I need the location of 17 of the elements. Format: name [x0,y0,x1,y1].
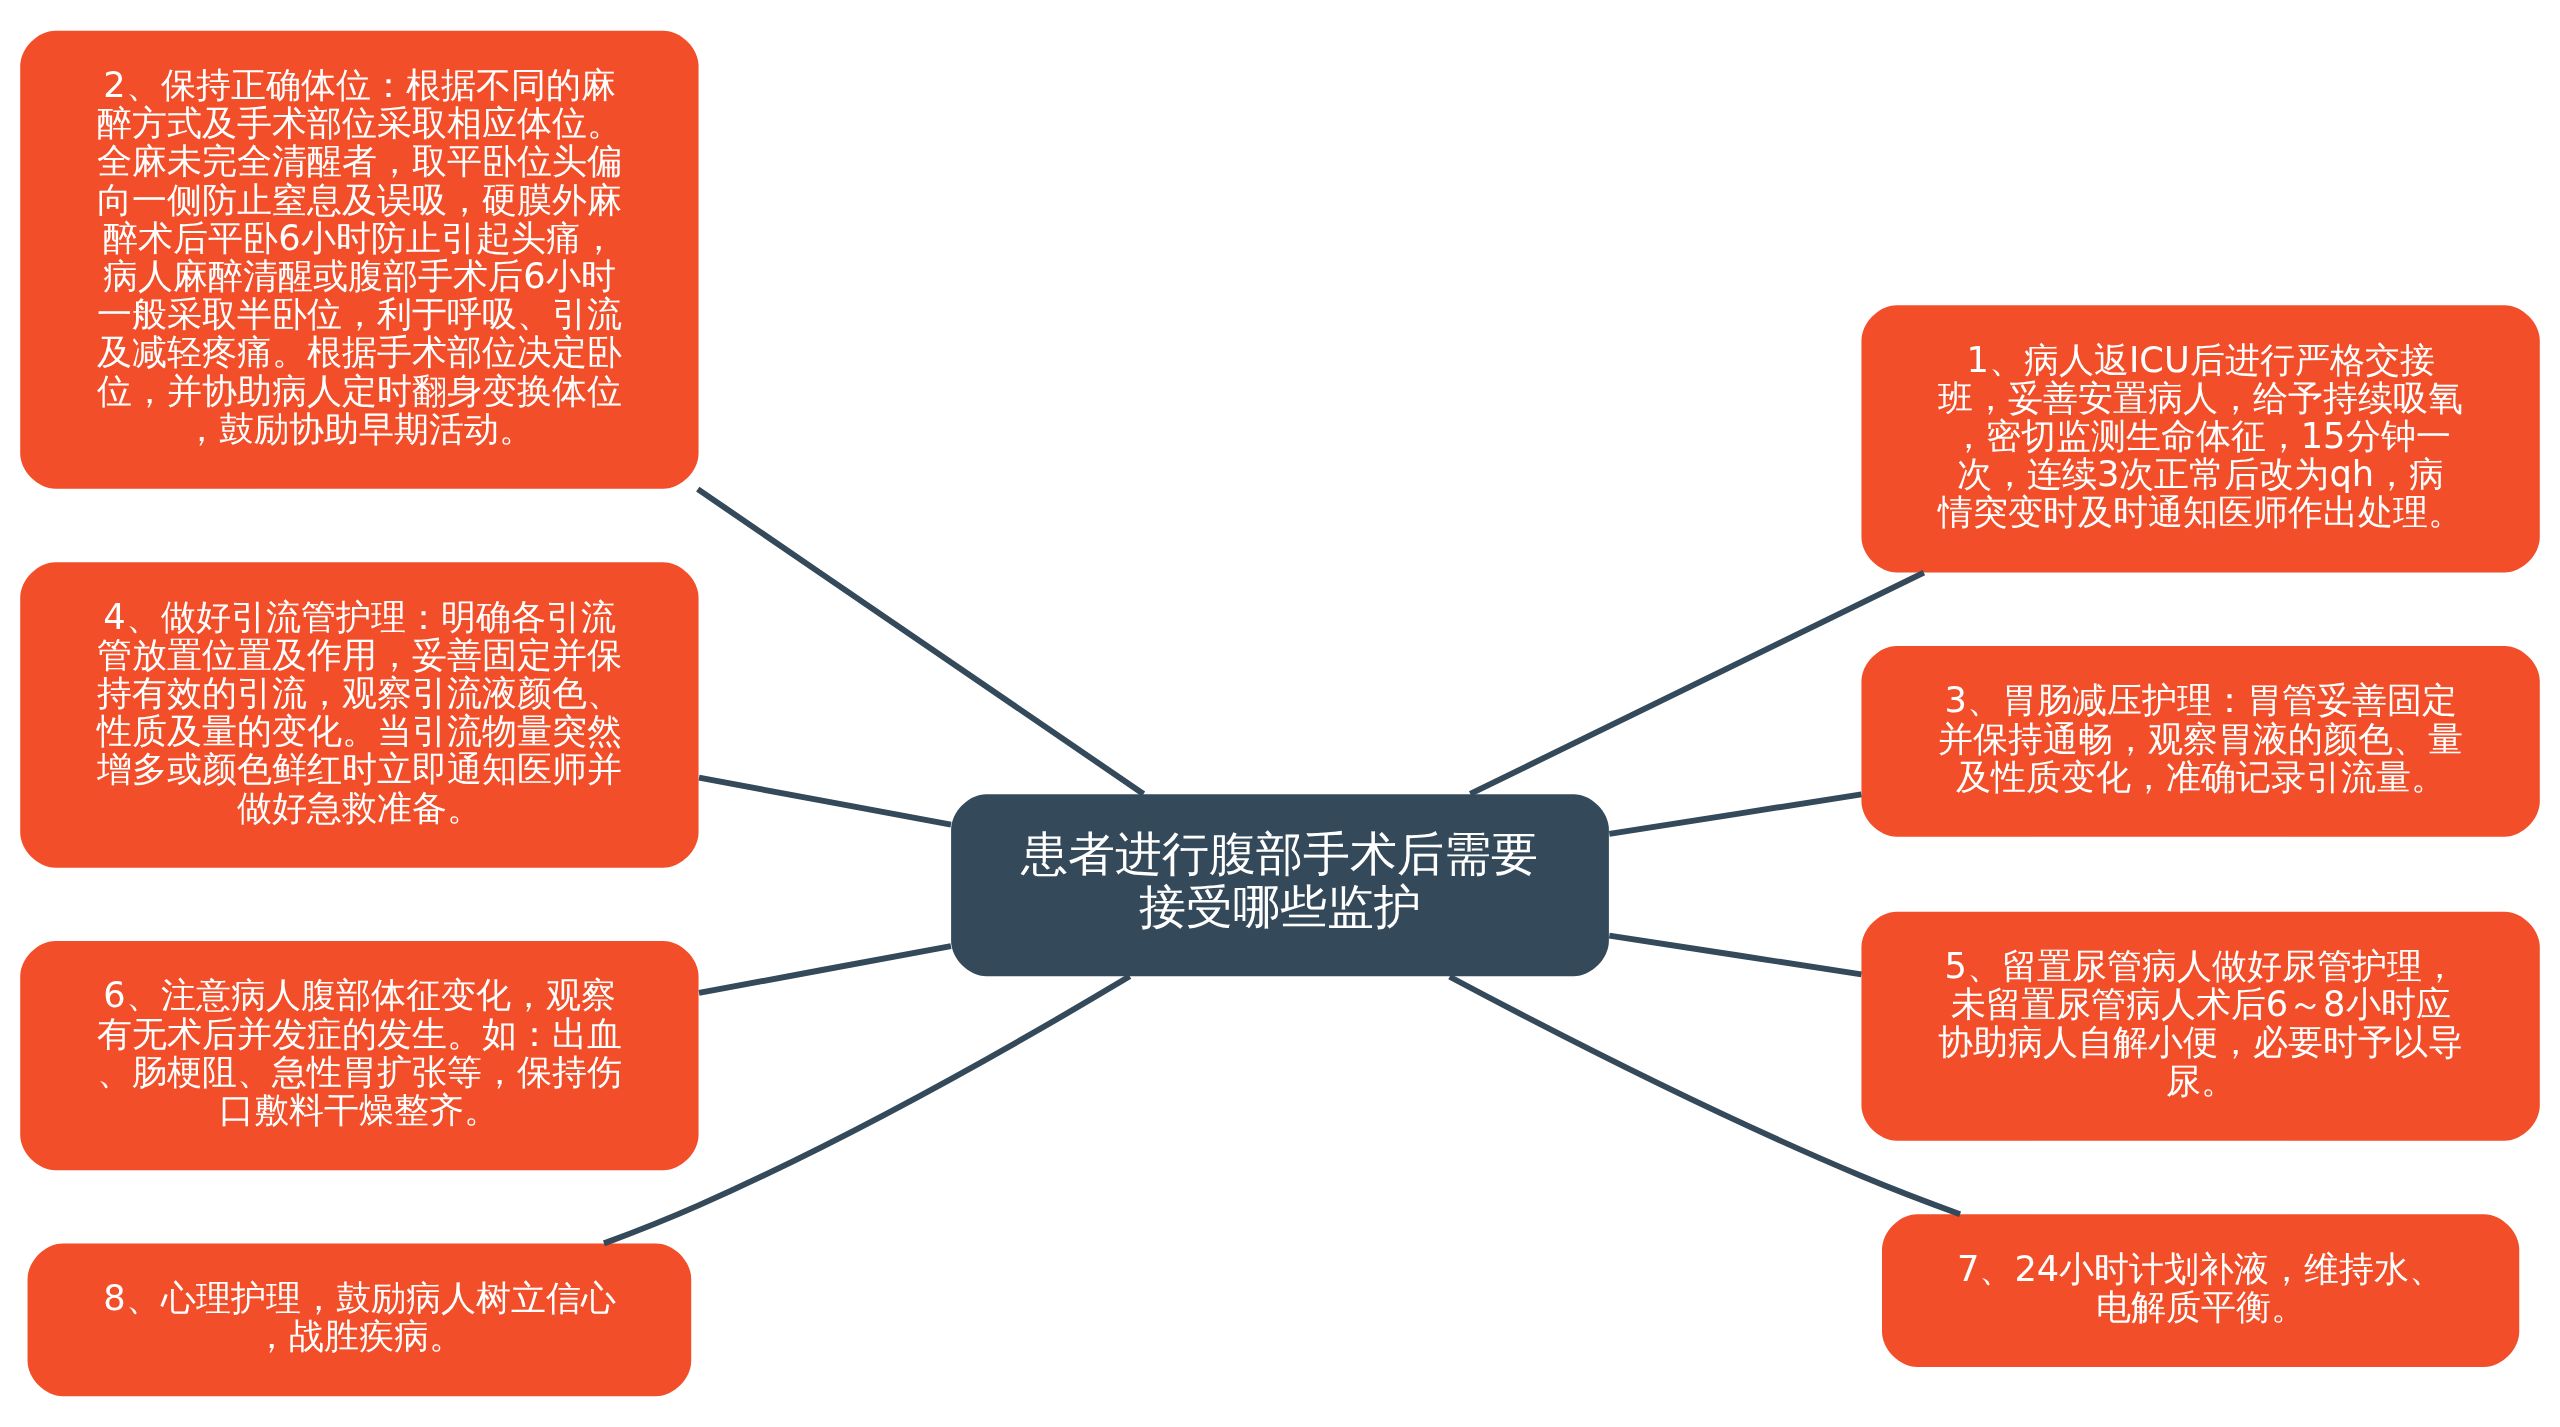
node-box: 5、留置尿管病人做好尿管护理，未留置尿管病人术后6～8小时应协助病人自解小便，必要时予以导尿。 [1861,911,2540,1141]
connector [698,774,952,828]
node-box: 4、做好引流管护理：明确各引流管放置位置及作用，妥善固定并保持有效的引流，观察引流液颜色、性质及量的变化。当引流物量突然增多或颜色鲜红时立即通知医师并做好急救准备。 [20,562,699,868]
connector [1468,569,1926,797]
node-box: 患者进行腹部手术后需要接受哪些监护 [951,794,1609,977]
node-box: 2、保持正确体位：根据不同的麻醉方式及手术部位采取相应体位。全麻未完全清醒者，取平卧位头偏向一侧防止窒息及误吸，硬膜外麻醉术后平卧6小时防止引起头痛，病人麻醉清醒或腹部手术后6小时一般采取半卧位，利于呼吸、引流及减轻疼痛。根据手术部位决定卧位，并协助病人定时翻身变换体位，鼓励协助早期活动。 [20,30,699,489]
connector [602,973,1132,1247]
connector [698,943,952,996]
connector [1448,974,1962,1217]
connector [1608,932,1862,978]
connector [696,486,1146,797]
connector [1608,791,1862,837]
node-box: 6、注意病人腹部体征变化，观察有无术后并发症的发生。如：出血、肠梗阻、急性胃扩张等，保持伤口敷料干燥整齐。 [20,941,699,1171]
node-box: 3、胃肠减压护理：胃管妥善固定并保持通畅，观察胃液的颜色、量及性质变化，准确记录引流量。 [1861,645,2540,837]
node-box: 7、24小时计划补液，维持水、电解质平衡。 [1882,1214,2520,1367]
node-box: 1、病人返ICU后进行严格交接班，妥善安置病人，给予持续吸氧，密切监测生命体征，15分钟一次，连续3次正常后改为qh，病情突变时及时通知医师作出处理。 [1861,305,2540,573]
node-box: 8、心理护理，鼓励病人树立信心，战胜疾病。 [27,1243,692,1397]
